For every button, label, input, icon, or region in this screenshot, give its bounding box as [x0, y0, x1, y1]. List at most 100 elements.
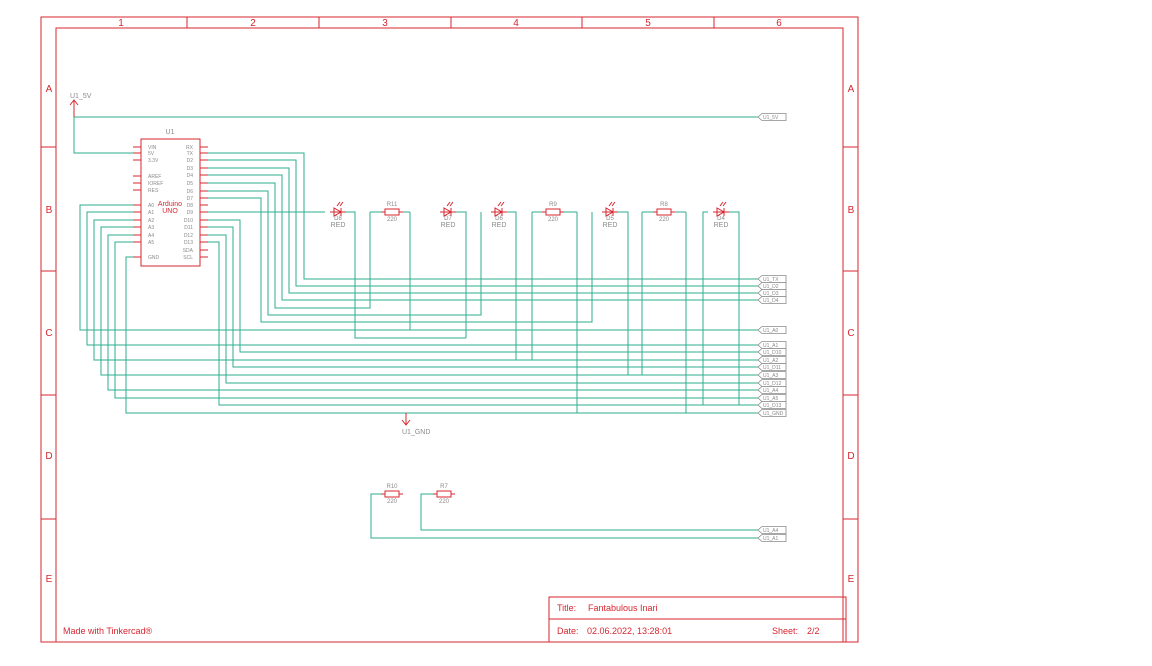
- pin-label-sda: SDA: [183, 248, 194, 254]
- wire: [73, 117, 133, 154]
- pin-label-d3: D3: [187, 166, 194, 172]
- resistor-body: [545, 208, 561, 216]
- col-label-4: 4: [513, 18, 519, 29]
- wire: [702, 211, 708, 405]
- wire: [208, 159, 758, 287]
- net-label-u1-a1: U1_A1: [757, 534, 787, 542]
- row-label-b-right: B: [848, 205, 855, 216]
- column-dividers: [186, 17, 715, 28]
- net-label-box: [757, 341, 787, 349]
- wire: [370, 493, 758, 539]
- resistor-body: [436, 490, 452, 498]
- row-label-c-right: C: [847, 328, 854, 339]
- net-label-box: [757, 326, 787, 334]
- net-label-text: U1_A1: [763, 343, 779, 349]
- wire: [86, 211, 758, 346]
- date-value: 02.06.2022, 13:28:01: [587, 626, 672, 636]
- power-5v-symbol: U1_5V: [69, 93, 92, 117]
- wire: [354, 330, 466, 339]
- net-label-box: [757, 401, 787, 409]
- power-5v-label: U1_5V: [70, 93, 92, 100]
- net-label-u1-gnd: U1_GND: [757, 409, 787, 417]
- pin-label-d7: D7: [187, 196, 194, 202]
- wire: [93, 219, 758, 361]
- net-label-u1-a4: U1_A4: [757, 386, 787, 394]
- row-label-a-left: A: [46, 84, 53, 95]
- wire: [208, 241, 758, 406]
- led-triangle: [716, 207, 726, 217]
- led-triangle: [443, 207, 453, 217]
- wire: [506, 211, 517, 360]
- net-label-text: U1_A5: [763, 396, 779, 402]
- component-ref: D4: [717, 216, 725, 222]
- wire: [208, 234, 758, 384]
- pin-label-gnd: GND: [148, 255, 160, 261]
- component-value: 220: [387, 499, 398, 505]
- col-label-3: 3: [382, 18, 388, 29]
- wire: [456, 211, 467, 338]
- net-label-text: U1_D13: [763, 403, 782, 409]
- led-emit: [608, 201, 613, 207]
- pin-label-d13: D13: [184, 240, 193, 246]
- pin-label-d6: D6: [187, 189, 194, 195]
- row-label-d-right: D: [847, 451, 854, 462]
- component-ref: D6: [495, 216, 503, 222]
- row-label-e-right: E: [848, 574, 855, 585]
- col-label-1: 1: [118, 18, 124, 29]
- pin-label-scl: SCL: [183, 255, 193, 261]
- sheet-value: 2/2: [807, 626, 820, 636]
- pin-label-d2: D2: [187, 158, 194, 164]
- pin-label-d12: D12: [184, 233, 193, 239]
- led-emit: [719, 201, 724, 207]
- net-label-box: [757, 386, 787, 394]
- pin-label-d9: D9: [187, 210, 194, 216]
- net-label-text: U1_D10: [763, 350, 782, 356]
- pin-label-d11: D11: [184, 225, 193, 231]
- pin-label-vin: VIN: [148, 145, 157, 151]
- component-ref: R7: [440, 484, 448, 490]
- net-label-u1-a0: U1_A0: [757, 326, 787, 334]
- row-dividers: [41, 146, 858, 520]
- wire: [79, 204, 758, 331]
- net-labels: U1_5VU1_TXU1_D2U1_D3U1_D4U1_A0U1_A1U1_D1…: [757, 113, 787, 542]
- wire: [208, 174, 758, 301]
- net-label-u1-d3: U1_D3: [757, 289, 787, 297]
- net-label-text: U1_D12: [763, 381, 782, 387]
- arduino-uno: U1 Arduino UNO VIN5V3.3VAREFIOREFRESA0A1…: [133, 129, 208, 267]
- net-label-u1-a3: U1_A3: [757, 371, 787, 379]
- net-label-u1-5v: U1_5V: [757, 113, 787, 121]
- component-ref: D8: [334, 216, 342, 222]
- wire: [343, 211, 356, 330]
- title-key: Title:: [557, 603, 576, 613]
- net-label-text: U1_A4: [763, 388, 779, 394]
- wire: [208, 190, 482, 316]
- pin-label-d4: D4: [187, 173, 194, 179]
- component-value: 220: [548, 217, 559, 223]
- led-emit: [449, 201, 454, 207]
- pin-label-d5: D5: [187, 181, 194, 187]
- col-label-2: 2: [250, 18, 256, 29]
- led-triangle: [605, 207, 615, 217]
- pin-label-d10: D10: [184, 218, 193, 224]
- net-label-box: [757, 289, 787, 297]
- led-emit: [336, 201, 341, 207]
- net-label-u1-tx: U1_TX: [757, 275, 787, 283]
- net-label-u1-a4: U1_A4: [757, 526, 787, 534]
- led-triangle: [333, 207, 343, 217]
- gnd-label: U1_GND: [402, 429, 430, 436]
- pin-label-d8: D8: [187, 203, 194, 209]
- net-label-u1-a5: U1_A5: [757, 394, 787, 402]
- resistor-body: [384, 490, 400, 498]
- title-value: Fantabulous Inari: [588, 603, 658, 613]
- led-emit: [722, 201, 727, 207]
- col-label-6: 6: [776, 18, 782, 29]
- component-value: 220: [387, 217, 398, 223]
- resistor-body: [384, 208, 400, 216]
- net-label-box: [757, 409, 787, 417]
- arduino-pins: VIN5V3.3VAREFIOREFRESA0A1A2A3A4A5GNDRXTX…: [133, 145, 208, 261]
